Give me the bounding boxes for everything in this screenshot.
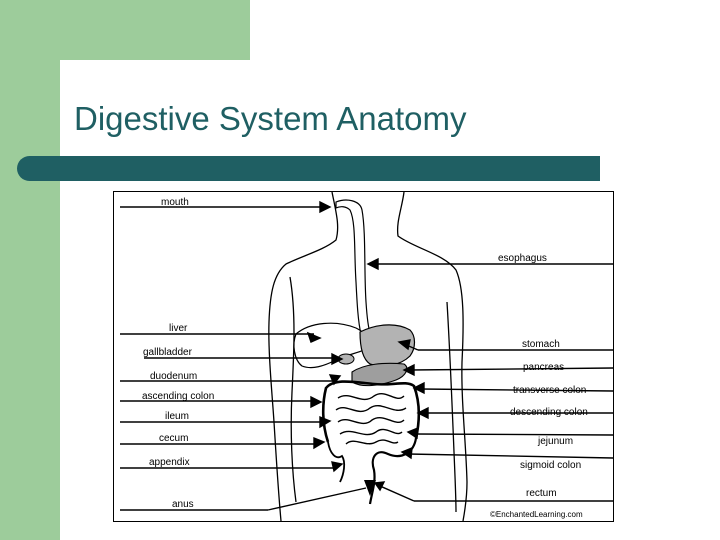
label-descending-colon: descending colon	[510, 407, 588, 418]
label-ileum: ileum	[165, 411, 189, 422]
label-cecum: cecum	[159, 433, 188, 444]
label-ascending-colon: ascending colon	[142, 391, 214, 402]
label-esophagus: esophagus	[498, 253, 547, 264]
title-underline-bar	[17, 156, 600, 181]
slide-title: Digestive System Anatomy	[74, 100, 467, 137]
digestive-diagram-svg: mouth liver gallbladder duodenum ascendi…	[120, 192, 613, 521]
pancreas-shape	[351, 362, 408, 387]
copyright-credit: ©EnchantedLearning.com	[490, 510, 583, 519]
cecum-appendix-shape	[327, 441, 346, 483]
label-duodenum: duodenum	[150, 371, 197, 382]
digestive-diagram: mouth liver gallbladder duodenum ascendi…	[113, 191, 614, 522]
label-jejunum: jejunum	[537, 436, 573, 447]
label-transverse-colon: transverse colon	[513, 385, 586, 396]
colon-shape	[321, 380, 421, 443]
green-side-strip	[0, 0, 60, 540]
label-gallbladder: gallbladder	[143, 347, 193, 358]
label-stomach: stomach	[522, 339, 560, 350]
green-top-block	[0, 0, 250, 60]
stomach-shape	[359, 324, 416, 367]
leader-lines	[120, 200, 613, 511]
sigmoid-rectum-shape	[368, 437, 418, 505]
label-sigmoid-colon: sigmoid colon	[520, 460, 581, 471]
label-appendix: appendix	[149, 457, 190, 468]
esophagus-shape	[335, 199, 371, 335]
anus-marker	[364, 480, 376, 496]
label-liver: liver	[169, 323, 188, 334]
label-rectum: rectum	[526, 488, 557, 499]
label-pancreas: pancreas	[523, 362, 564, 373]
label-mouth: mouth	[161, 197, 189, 208]
label-anus: anus	[172, 499, 194, 510]
small-intestine-coils	[335, 393, 407, 445]
